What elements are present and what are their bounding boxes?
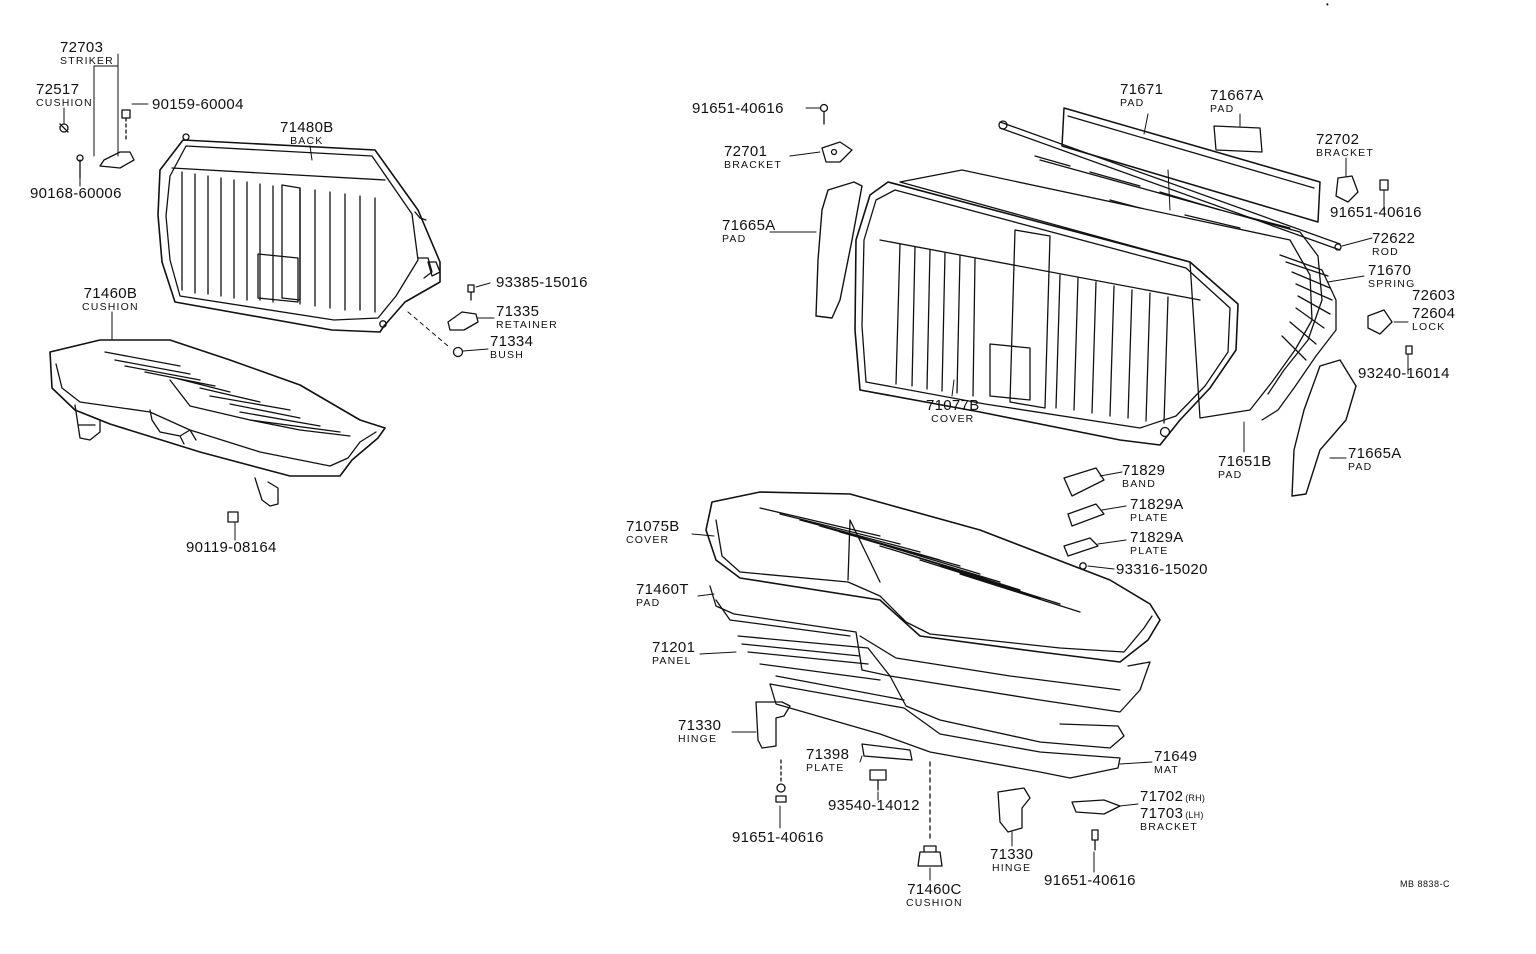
label-71703: 71703(LH) — [1140, 805, 1204, 822]
label-71702: 71702(RH) — [1140, 788, 1206, 805]
label-90168-60006: 90168-60006 — [30, 185, 122, 202]
label-90159-60004: 90159-60004 — [152, 96, 244, 113]
leader-lines — [64, 54, 1408, 880]
label-93240-16014: 93240-16014 — [1358, 365, 1450, 382]
label-71703-bracket: BRACKET — [1140, 821, 1198, 833]
label-91651-40616-top: 91651-40616 — [692, 100, 784, 117]
seat-cushion-71460b — [50, 340, 385, 506]
label-93540-14012: 93540-14012 — [828, 797, 920, 814]
label-90119-08164: 90119-08164 — [186, 539, 277, 556]
label-72603: 72603 — [1412, 287, 1456, 304]
figure-reference: MB 8838-C — [1400, 879, 1451, 889]
right-upper-parts — [816, 105, 1412, 497]
corner-mark: • — [1326, 0, 1329, 9]
right-lower-fasteners — [756, 468, 1120, 866]
seat-cushion-71075b — [706, 492, 1160, 790]
label-91651-40616-lower-left: 91651-40616 — [732, 829, 824, 846]
label-91651-40616-lower-right: 91651-40616 — [1044, 872, 1136, 889]
label-93385-15016: 93385-15016 — [496, 274, 588, 291]
label-91651-40616-right: 91651-40616 — [1330, 204, 1422, 221]
seat-back-71480b — [158, 134, 440, 332]
label-93316-15020: 93316-15020 — [1116, 561, 1208, 578]
left-fasteners — [60, 110, 478, 522]
